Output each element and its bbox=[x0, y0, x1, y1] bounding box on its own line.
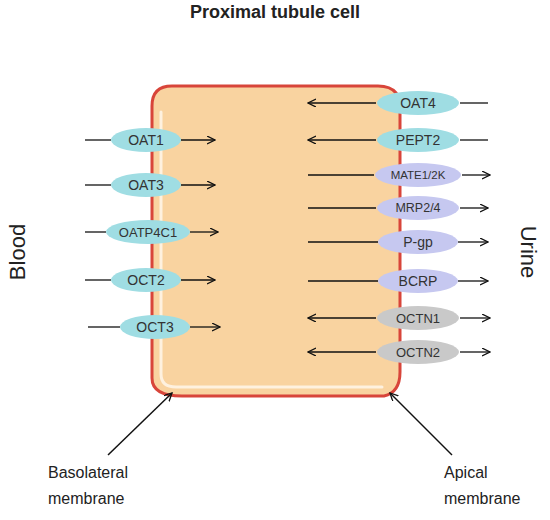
flux-arrow bbox=[181, 279, 215, 280]
flux-line bbox=[460, 139, 488, 140]
transporter-name: OAT4 bbox=[400, 95, 436, 111]
transporter-ellipse: OCTN2 bbox=[377, 340, 459, 364]
diagram-title: Proximal tubule cell bbox=[0, 2, 550, 23]
transporter-name: BCRP bbox=[399, 273, 438, 289]
transporter-name: PEPT2 bbox=[396, 132, 440, 148]
flux-arrow bbox=[190, 326, 220, 327]
transporter-name: OATP4C1 bbox=[119, 225, 177, 240]
transporter-ellipse: OAT1 bbox=[111, 128, 181, 152]
flux-arrow bbox=[458, 280, 488, 281]
side-label: Urine bbox=[515, 226, 541, 279]
flux-arrow bbox=[462, 174, 490, 175]
ellipse-shape bbox=[377, 128, 459, 152]
flux-line bbox=[85, 279, 111, 280]
membrane-label: Apical membrane bbox=[444, 460, 544, 512]
transporter-name: OCTN2 bbox=[396, 345, 440, 360]
flux-line bbox=[308, 241, 378, 242]
transporter-name: OAT1 bbox=[128, 132, 164, 148]
flux-arrow bbox=[460, 351, 490, 352]
flux-arrow bbox=[308, 317, 376, 318]
ellipse-shape bbox=[111, 128, 181, 152]
cell-highlight bbox=[161, 112, 382, 387]
transporter-name: OAT3 bbox=[128, 177, 164, 193]
flux-line bbox=[308, 207, 376, 208]
ellipse-shape bbox=[111, 268, 181, 292]
ellipse-shape bbox=[377, 340, 459, 364]
flux-line bbox=[308, 280, 378, 281]
flux-line bbox=[460, 102, 488, 103]
cell-body bbox=[152, 86, 400, 396]
transporter-ellipse: OAT3 bbox=[111, 173, 181, 197]
transporter-name: MRP2/4 bbox=[395, 201, 440, 215]
flux-arrow bbox=[181, 139, 215, 140]
leader-arrow bbox=[390, 393, 452, 455]
flux-arrow bbox=[181, 184, 215, 185]
ellipse-shape bbox=[378, 269, 458, 293]
ellipse-shape bbox=[120, 315, 190, 339]
transporter-ellipse: P-gp bbox=[378, 230, 458, 254]
transporter-name: OCT2 bbox=[127, 272, 164, 288]
transporter-ellipse: OATP4C1 bbox=[106, 220, 190, 244]
side-label: Blood bbox=[5, 224, 31, 280]
flux-arrow bbox=[190, 231, 218, 232]
ellipse-shape bbox=[378, 230, 458, 254]
transporter-ellipse: MRP2/4 bbox=[377, 196, 459, 220]
transporter-ellipse: BCRP bbox=[378, 269, 458, 293]
flux-line bbox=[85, 184, 111, 185]
membrane-label: Basolateral membrane bbox=[48, 460, 160, 512]
flux-arrow bbox=[308, 102, 376, 103]
transporter-name: OCTN1 bbox=[396, 311, 440, 326]
transporter-ellipse: OCT3 bbox=[120, 315, 190, 339]
ellipse-shape bbox=[377, 306, 459, 330]
flux-arrow bbox=[308, 351, 376, 352]
ellipse-shape bbox=[111, 173, 181, 197]
transporter-name: OCT3 bbox=[136, 319, 173, 335]
transporter-name: MATE1/2K bbox=[391, 169, 446, 181]
ellipse-shape bbox=[375, 163, 461, 187]
flux-line bbox=[85, 231, 106, 232]
flux-line bbox=[308, 174, 374, 175]
transporter-ellipse: OCTN1 bbox=[377, 306, 459, 330]
ellipse-shape bbox=[377, 91, 459, 115]
flux-arrow bbox=[460, 207, 488, 208]
transporter-name: P-gp bbox=[403, 234, 433, 250]
transporter-ellipse: PEPT2 bbox=[377, 128, 459, 152]
ellipse-shape bbox=[377, 196, 459, 220]
flux-arrow bbox=[308, 139, 376, 140]
transporter-ellipse: OAT4 bbox=[377, 91, 459, 115]
transporter-ellipse: OCT2 bbox=[111, 268, 181, 292]
flux-arrow bbox=[460, 317, 490, 318]
flux-arrow bbox=[458, 241, 488, 242]
flux-line bbox=[88, 326, 120, 327]
flux-line bbox=[85, 139, 111, 140]
ellipse-shape bbox=[106, 220, 190, 244]
transporter-ellipse: MATE1/2K bbox=[375, 163, 461, 187]
leader-arrow bbox=[108, 393, 172, 455]
